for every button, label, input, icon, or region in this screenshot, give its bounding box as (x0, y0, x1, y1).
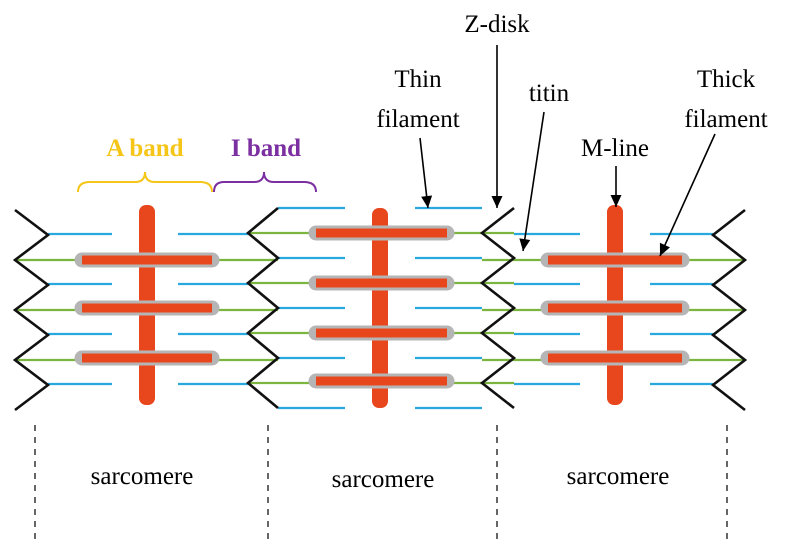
thick-filament-arrow-head (659, 242, 670, 256)
thin-filament-label-line1: Thin (394, 66, 442, 93)
z-disk-1 (12, 208, 51, 412)
m-line-label: M-line (581, 135, 649, 162)
titin-arrow-line (522, 111, 545, 252)
thick-filament-label-line1: Thick (697, 66, 756, 93)
sarcomere-label-1: sarcomere (91, 463, 194, 490)
thick-filament-arrow-line (659, 133, 716, 257)
leader-arrows (419, 45, 716, 257)
z-disk-2 (245, 207, 281, 409)
a-band-label: A band (106, 135, 183, 162)
i-band-brace (213, 171, 317, 193)
z-disk-label: Z-disk (464, 11, 530, 38)
z-disks-layer (12, 206, 748, 412)
i-band-label: I band (231, 135, 301, 162)
z-disk-3 (479, 206, 517, 410)
thick-filaments-layer (74, 205, 690, 408)
z-disk-4 (710, 208, 748, 412)
sarcomere-label-2: sarcomere (332, 466, 435, 493)
titin-arrow-head (519, 238, 531, 251)
sarcomere-label-3: sarcomere (567, 463, 670, 490)
thin-filament-label-line2: filament (376, 106, 459, 133)
thin-filament-arrow-head (421, 195, 433, 208)
m-line-arrow-head (610, 195, 622, 207)
z-disk-arrow-head (491, 196, 503, 208)
a-band-brace (77, 171, 213, 193)
thick-filament-label-line2: filament (684, 106, 767, 133)
filaments-layer (15, 206, 745, 410)
titin-label: titin (529, 80, 570, 107)
m-line-2 (372, 208, 388, 408)
